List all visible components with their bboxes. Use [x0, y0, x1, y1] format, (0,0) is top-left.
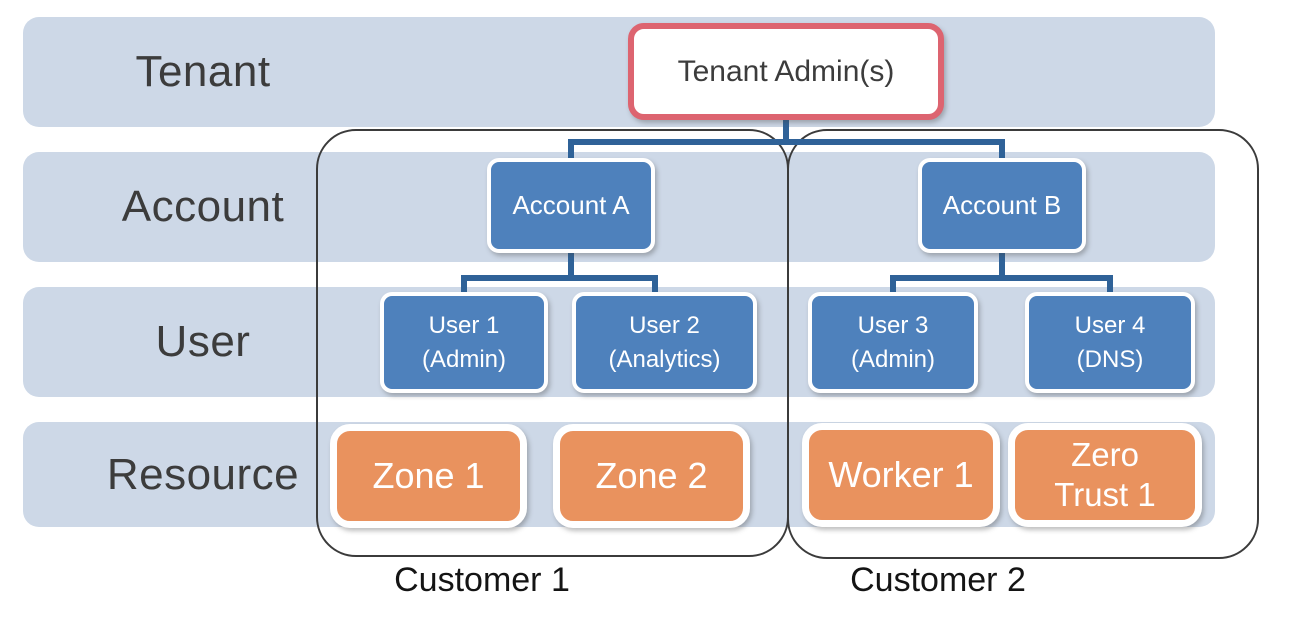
- tenant-level-label: Tenant: [135, 47, 271, 96]
- connector-account-b-riser: [999, 250, 1005, 278]
- user2-role: (Analytics): [608, 345, 721, 373]
- connector-drop-user4: [1107, 275, 1113, 296]
- user4-name: User 4: [1074, 312, 1146, 340]
- connector-account-a-riser: [568, 250, 574, 278]
- user4-role: (DNS): [1076, 345, 1144, 373]
- account-b-node: Account B: [918, 158, 1086, 253]
- resource-level-label: Resource: [106, 449, 300, 499]
- user3-node: User 3 (Admin): [808, 292, 978, 393]
- user4-node: User 4 (DNS): [1025, 292, 1195, 393]
- tenant-level-band: [23, 17, 1215, 127]
- connector-account-b-rail: [890, 275, 1113, 281]
- tenant-admin-node: Tenant Admin(s): [628, 23, 944, 120]
- zerotrust1-node: Zero Trust 1: [1008, 423, 1202, 527]
- user3-name: User 3: [857, 312, 929, 340]
- zone1-node: Zone 1: [330, 424, 527, 528]
- user3-role: (Admin): [850, 345, 935, 373]
- zerotrust1-label-line2: Trust 1: [1054, 476, 1156, 513]
- user1-name: User 1: [428, 312, 500, 340]
- account-level-label: Account: [121, 182, 285, 231]
- zone2-node: Zone 2: [553, 424, 750, 528]
- customer1-caption: Customer 1: [394, 561, 570, 599]
- connector-drop-user2: [652, 275, 658, 296]
- user1-role: (Admin): [421, 345, 506, 373]
- user-level-label: User: [155, 317, 251, 366]
- zone1-label: Zone 1: [372, 455, 485, 496]
- connector-drop-user1: [461, 275, 467, 296]
- account-a-node: Account A: [487, 158, 655, 253]
- zerotrust1-label-line1: Zero: [1071, 436, 1139, 474]
- connector-drop-account-a: [568, 139, 574, 162]
- zone2-label: Zone 2: [595, 455, 708, 496]
- user2-node: User 2 (Analytics): [572, 292, 757, 393]
- user2-name: User 2: [629, 312, 700, 340]
- connector-account-a-rail: [461, 275, 658, 281]
- connector-admin-riser: [783, 118, 789, 145]
- tenant-admin-label: Tenant Admin(s): [677, 54, 895, 88]
- account-a-label: Account A: [512, 190, 630, 220]
- connector-admin-rail: [568, 139, 1005, 145]
- worker1-label: Worker 1: [828, 454, 974, 495]
- user1-node: User 1 (Admin): [380, 292, 548, 393]
- account-b-label: Account B: [942, 190, 1062, 220]
- worker1-node: Worker 1: [802, 423, 1000, 527]
- connector-drop-user3: [890, 275, 896, 296]
- connector-drop-account-b: [999, 139, 1005, 162]
- customer2-caption: Customer 2: [850, 561, 1026, 599]
- customer2-group-outline: [787, 129, 1259, 559]
